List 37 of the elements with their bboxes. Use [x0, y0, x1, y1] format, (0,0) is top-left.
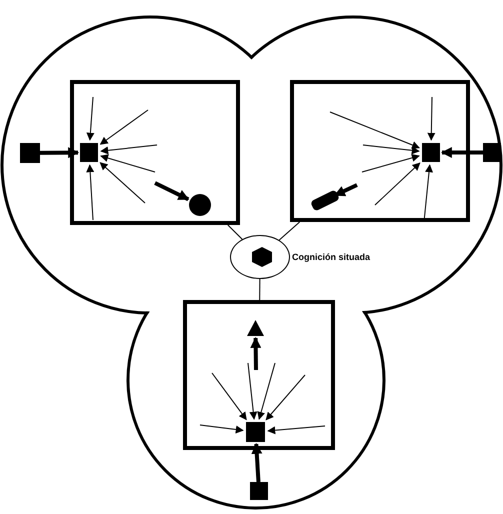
thick-arrow — [250, 336, 262, 370]
arrow — [248, 362, 258, 420]
thick-arrow — [440, 147, 483, 158]
arrow — [100, 144, 158, 154]
arrow — [100, 110, 148, 145]
arrow — [266, 374, 306, 420]
arrow — [86, 96, 94, 141]
connector-line — [227, 224, 243, 240]
hexagon-marker — [252, 247, 272, 267]
arrow — [362, 144, 420, 154]
thick-arrow — [40, 147, 80, 158]
thick-arrow — [154, 181, 190, 202]
panel-box — [183, 300, 335, 450]
arrow — [100, 162, 146, 204]
square-marker — [250, 482, 268, 500]
arrow — [362, 154, 420, 172]
square-marker — [483, 143, 501, 162]
panel-box — [290, 80, 470, 222]
connector-line — [259, 278, 260, 300]
arrow — [257, 362, 276, 420]
square-marker — [246, 422, 265, 442]
arrow — [86, 164, 94, 220]
connector-line — [278, 222, 300, 241]
arrow — [374, 162, 420, 206]
arrow — [267, 426, 326, 434]
square-marker — [20, 143, 40, 163]
circle-marker — [189, 194, 211, 216]
panel-box — [70, 80, 240, 225]
arrow — [427, 96, 436, 141]
arrow — [200, 424, 244, 434]
square-marker — [422, 143, 440, 162]
square-marker — [80, 143, 98, 162]
arrow — [212, 372, 247, 420]
arrow — [100, 154, 156, 172]
node-label: Cognición situada — [292, 252, 370, 262]
triangle-marker — [247, 320, 264, 336]
arrow — [330, 112, 420, 149]
